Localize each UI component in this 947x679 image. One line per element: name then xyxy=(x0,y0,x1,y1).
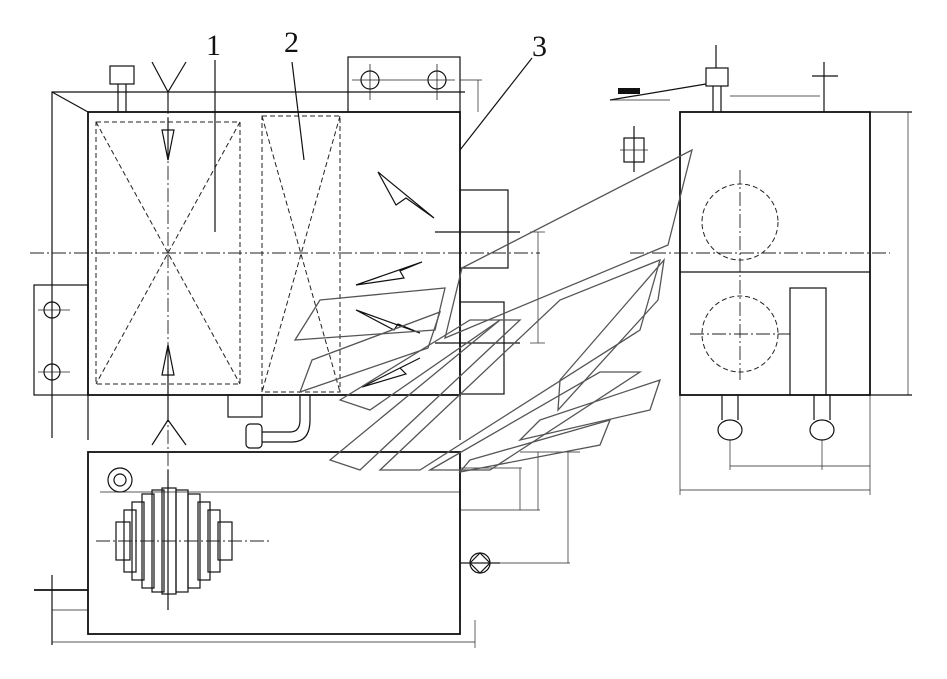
front-view xyxy=(30,56,545,470)
overall-dimension-frame xyxy=(51,91,465,438)
tank-body-outline xyxy=(87,111,461,396)
side-view-outline xyxy=(679,111,871,396)
part-label-3: 3 xyxy=(532,30,547,63)
watermark-logo xyxy=(293,148,693,473)
top-flange xyxy=(347,56,461,113)
side-view xyxy=(609,45,912,495)
leader-2 xyxy=(291,61,305,161)
part-label-2: 2 xyxy=(284,26,299,59)
side-bracket xyxy=(33,284,89,396)
breather-cap xyxy=(109,65,135,85)
leader-3 xyxy=(459,57,533,151)
part-label-1: 1 xyxy=(206,29,221,62)
plan-view xyxy=(34,451,580,648)
part-labels: 1 2 3 xyxy=(206,26,547,63)
